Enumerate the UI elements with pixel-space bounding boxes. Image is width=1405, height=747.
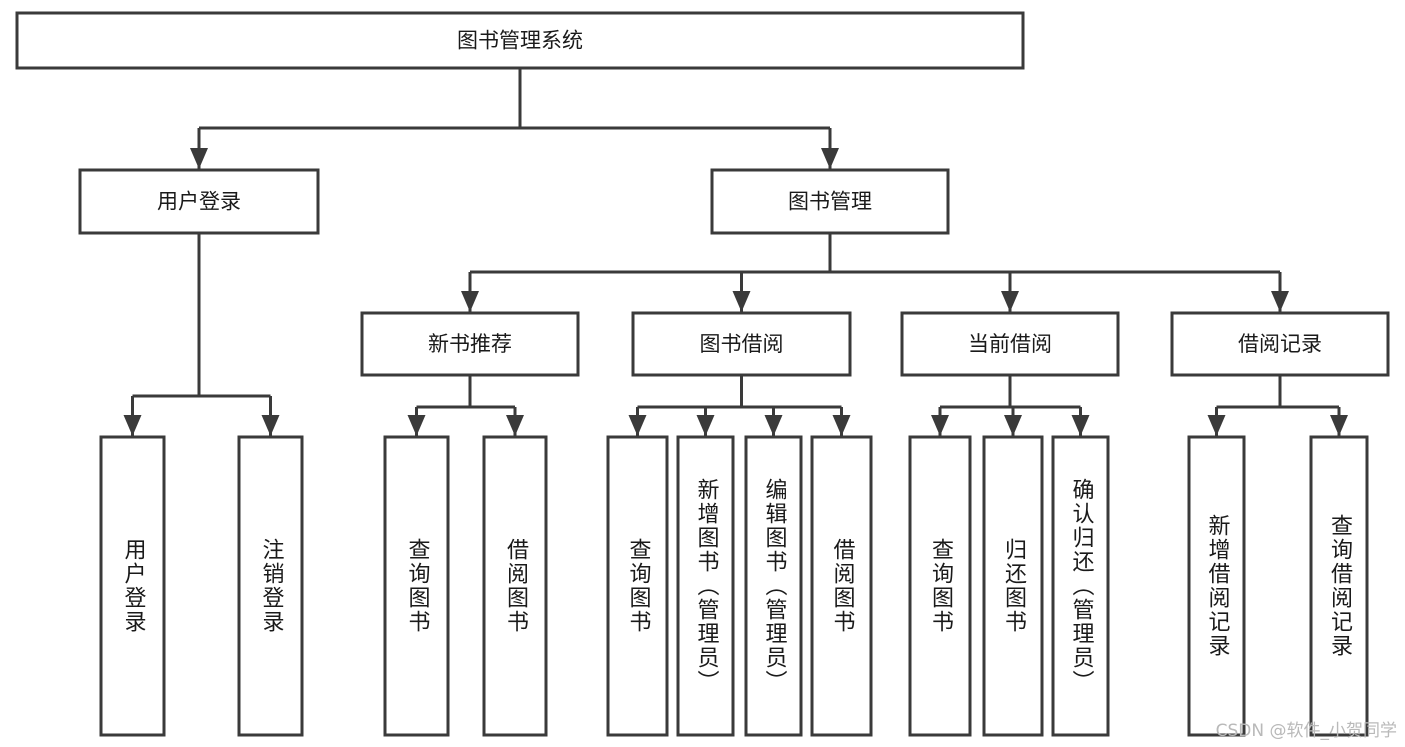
arrowhead [1207,415,1226,436]
arrowhead [1271,291,1289,312]
arrowhead [821,148,839,169]
node-leaf-5-rect[interactable] [676,435,735,737]
node-root[interactable]: 图书管理系统 [15,11,1025,70]
arrowhead [261,415,280,436]
arrowhead [628,415,647,436]
node-leaf-1-rect[interactable] [237,435,304,737]
node-level2-1[interactable]: 图书管理 [710,168,950,235]
node-leaf-12-rect[interactable] [1309,435,1369,737]
watermark: CSDN @软件_小贺同学 [1215,721,1397,741]
node-leaf-4-rect[interactable] [606,435,669,737]
node-level3-1-label: 图书借阅 [700,332,784,356]
arrowhead [1001,291,1019,312]
node-root-label: 图书管理系统 [457,29,583,53]
arrowhead [931,415,949,436]
node-level3-2-rect[interactable] [900,311,1120,377]
node-leaf-0-rect[interactable] [99,435,166,737]
node-level2-0-label: 用户登录 [157,190,241,214]
node-leaf-2-rect[interactable] [383,435,450,737]
node-leaf-9-rect[interactable] [982,435,1044,737]
node-level3-0-rect[interactable] [360,311,580,377]
arrowhead [506,415,524,436]
arrowhead [407,415,426,436]
node-level3-1-rect[interactable] [631,311,852,377]
arrowhead [764,415,783,436]
node-leaf-6-rect[interactable] [744,435,803,737]
node-leaf-8-rect[interactable] [908,435,972,737]
node-root-rect[interactable] [15,11,1025,70]
node-level3-3[interactable]: 借阅记录 [1170,311,1390,377]
arrowhead [1330,415,1348,436]
node-level3-1[interactable]: 图书借阅 [631,311,852,377]
node-level2-1-rect[interactable] [710,168,950,235]
node-level2-0[interactable]: 用户登录 [78,168,320,235]
node-level2-0-rect[interactable] [78,168,320,235]
arrowhead [123,415,142,436]
node-leaf-3-rect[interactable] [482,435,548,737]
node-level3-3-rect[interactable] [1170,311,1390,377]
node-leaf-11-rect[interactable] [1187,435,1246,737]
arrowhead [1071,415,1090,436]
arrowhead [696,415,715,436]
edges-layer [123,68,1348,436]
node-leaf-10-rect[interactable] [1051,435,1110,737]
arrowhead [461,291,479,312]
node-level3-2-label: 当前借阅 [968,332,1052,356]
arrowhead [732,291,751,312]
node-level3-3-label: 借阅记录 [1238,332,1322,356]
arrowhead [190,148,208,169]
node-level3-0[interactable]: 新书推荐 [360,311,580,377]
node-level3-2[interactable]: 当前借阅 [900,311,1120,377]
node-level2-1-label: 图书管理 [788,190,872,214]
node-leaf-7-rect[interactable] [810,435,873,737]
node-level3-0-label: 新书推荐 [428,332,512,356]
arrowhead [832,415,851,436]
arrowhead [1004,415,1022,436]
